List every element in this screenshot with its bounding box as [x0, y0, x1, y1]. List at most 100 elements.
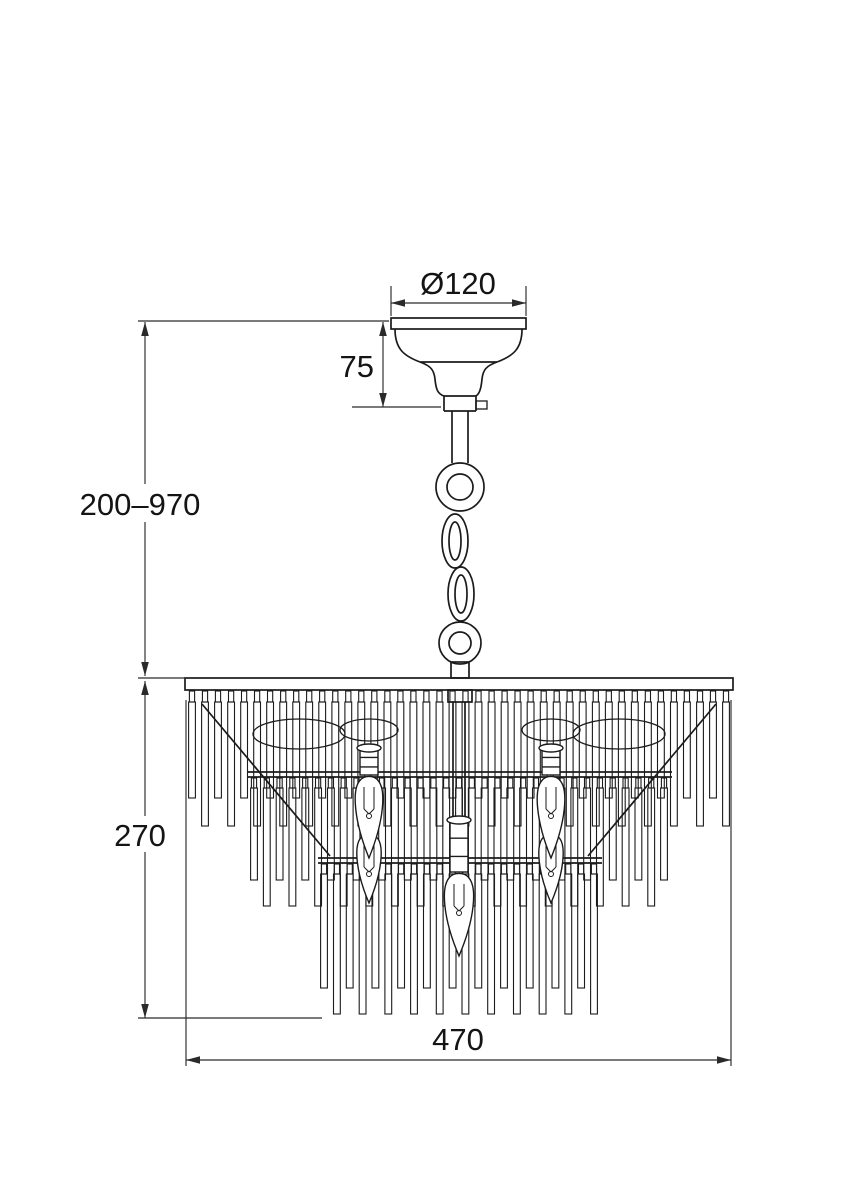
canopy-set-screw — [475, 400, 488, 410]
arrowhead — [141, 1004, 149, 1018]
crystal-rod — [331, 701, 340, 827]
rod-hanger — [214, 690, 222, 703]
bulb-filament — [545, 787, 557, 819]
rod-hanger — [293, 690, 300, 703]
rod-hanger — [526, 863, 533, 875]
crystal-rod — [332, 873, 341, 1015]
center-finial — [447, 689, 473, 703]
arrowhead — [512, 299, 526, 307]
crystal-rod — [630, 701, 639, 799]
rod-hanger — [266, 690, 274, 703]
arrowhead — [717, 1056, 731, 1064]
crystal-rod — [344, 701, 353, 799]
crystal-rod — [416, 787, 425, 907]
crystal-rod — [429, 787, 438, 881]
candle-bulb — [536, 743, 566, 860]
crystal-rod — [487, 873, 496, 1015]
bulb-socket-lip — [538, 743, 564, 753]
rod-hanger — [371, 690, 378, 703]
crystal-rod — [188, 701, 196, 799]
crystal-rod — [396, 701, 405, 799]
candle-bulbs — [354, 743, 566, 958]
crystal-rod — [525, 873, 534, 989]
rod-hanger — [488, 690, 495, 703]
crystal-rod — [383, 701, 392, 827]
chain-link — [454, 574, 468, 614]
rod-hanger — [540, 690, 547, 703]
crystal-rod — [526, 701, 535, 799]
crystal-rod — [722, 701, 730, 827]
rod-hanger — [683, 690, 691, 703]
crystal-rod — [474, 873, 483, 989]
rod-hanger — [188, 690, 196, 703]
chain-ring-top — [435, 462, 485, 512]
rod-hanger — [340, 777, 347, 789]
crystal-rod — [570, 787, 579, 907]
chain-ring-top — [446, 473, 474, 501]
crystal-rod — [301, 787, 310, 881]
arrowhead — [379, 393, 387, 407]
crystal-rod — [435, 873, 444, 1015]
arrowhead — [141, 322, 149, 336]
rod-hanger — [436, 863, 443, 875]
rod-hanger — [423, 863, 431, 875]
crystal-rod — [500, 873, 508, 989]
rod-hanger — [397, 863, 405, 875]
rod-hanger — [631, 690, 638, 703]
rod-hanger — [514, 690, 521, 703]
rod-hanger — [618, 690, 625, 703]
bulb-glass — [536, 775, 566, 860]
rod-hanger — [501, 690, 508, 703]
rod-hanger — [722, 690, 730, 703]
crystal-rod — [519, 787, 528, 907]
crystal-rod — [577, 873, 586, 989]
chain-link — [441, 513, 469, 569]
rod-hanger — [709, 690, 717, 703]
crystal-rod — [531, 787, 540, 881]
rod-hanger — [596, 777, 604, 789]
rod-hanger — [449, 690, 456, 703]
crystal-rod — [474, 701, 483, 799]
crystal-rod — [422, 701, 431, 799]
chain-ring-bottom — [438, 621, 482, 665]
arrowhead — [141, 681, 149, 695]
crystal-rod — [262, 787, 271, 907]
crystal-rod — [583, 787, 592, 881]
rod-hanger — [346, 863, 353, 875]
bulb-socket-lip — [446, 815, 472, 825]
rod-hanger — [566, 690, 573, 703]
rod-hanger — [481, 777, 488, 789]
rod-hanger — [579, 690, 586, 703]
bulb-filament — [453, 884, 465, 916]
rod-hanger — [333, 863, 341, 875]
rod-hanger — [302, 777, 309, 789]
dim-label-body-height: 270 — [114, 818, 166, 853]
rod-hanger — [592, 690, 599, 703]
rod-hanger — [494, 777, 501, 789]
crystal-rod — [512, 873, 521, 1015]
bulb-socket — [449, 819, 469, 873]
crystal-rod — [410, 873, 418, 1015]
rod-hanger — [644, 690, 652, 703]
crystal-rod — [513, 701, 522, 827]
rod-hanger — [670, 690, 678, 703]
crystal-rod — [326, 787, 335, 881]
rod-hanger — [468, 777, 475, 789]
arrowhead — [186, 1056, 200, 1064]
crystal-rod — [590, 873, 598, 1015]
ceiling-canopy — [390, 317, 527, 412]
crystal-rod — [275, 787, 284, 881]
crystal-rod — [621, 787, 630, 907]
crystal-rod — [682, 701, 691, 799]
crystal-rod — [696, 701, 704, 827]
dimension-annotations: Ø120 75 200–970 270 470 — [80, 266, 732, 1066]
dim-label-body-width: 470 — [432, 1022, 484, 1057]
crystal-rod — [339, 787, 348, 907]
rod-hanger — [384, 690, 391, 703]
rod-hanger — [385, 863, 392, 875]
arrowhead — [391, 299, 405, 307]
rod-hanger — [553, 690, 560, 703]
rod-hanger — [462, 690, 469, 703]
crystal-rod — [578, 701, 587, 799]
rod-hanger — [571, 777, 578, 789]
